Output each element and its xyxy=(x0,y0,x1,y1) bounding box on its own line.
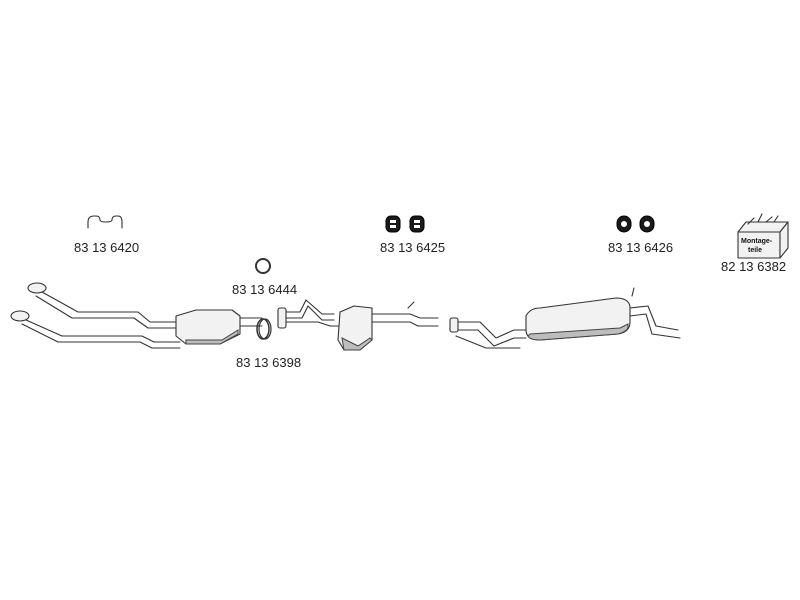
intermediate-pipe xyxy=(449,317,527,349)
part-number-ring-small: 83 13 6444 xyxy=(232,282,297,297)
rear-silencer xyxy=(525,287,681,341)
clamp-icon xyxy=(87,215,123,229)
svg-text:Montage-: Montage- xyxy=(741,238,773,245)
mounting-kit-box-icon: Montage- teile xyxy=(737,213,789,259)
part-number-hanger-b: 83 13 6426 xyxy=(608,240,673,255)
part-number-ring-large: 83 13 6398 xyxy=(236,355,301,370)
part-number-clamp: 83 13 6420 xyxy=(74,240,139,255)
ring-seal-large-icon xyxy=(256,318,272,340)
part-number-mounting-kit: 82 13 6382 xyxy=(721,259,786,274)
rubber-hanger-b-icon xyxy=(616,215,655,233)
middle-pipe xyxy=(277,299,341,329)
svg-text:teile: teile xyxy=(748,247,762,254)
rubber-hanger-a-icon xyxy=(385,215,425,233)
centre-silencer xyxy=(337,301,439,351)
part-number-hanger-a: 83 13 6425 xyxy=(380,240,445,255)
front-downpipe xyxy=(10,282,181,349)
catalytic-converter xyxy=(175,309,263,345)
ring-gasket-small-icon xyxy=(255,258,271,274)
